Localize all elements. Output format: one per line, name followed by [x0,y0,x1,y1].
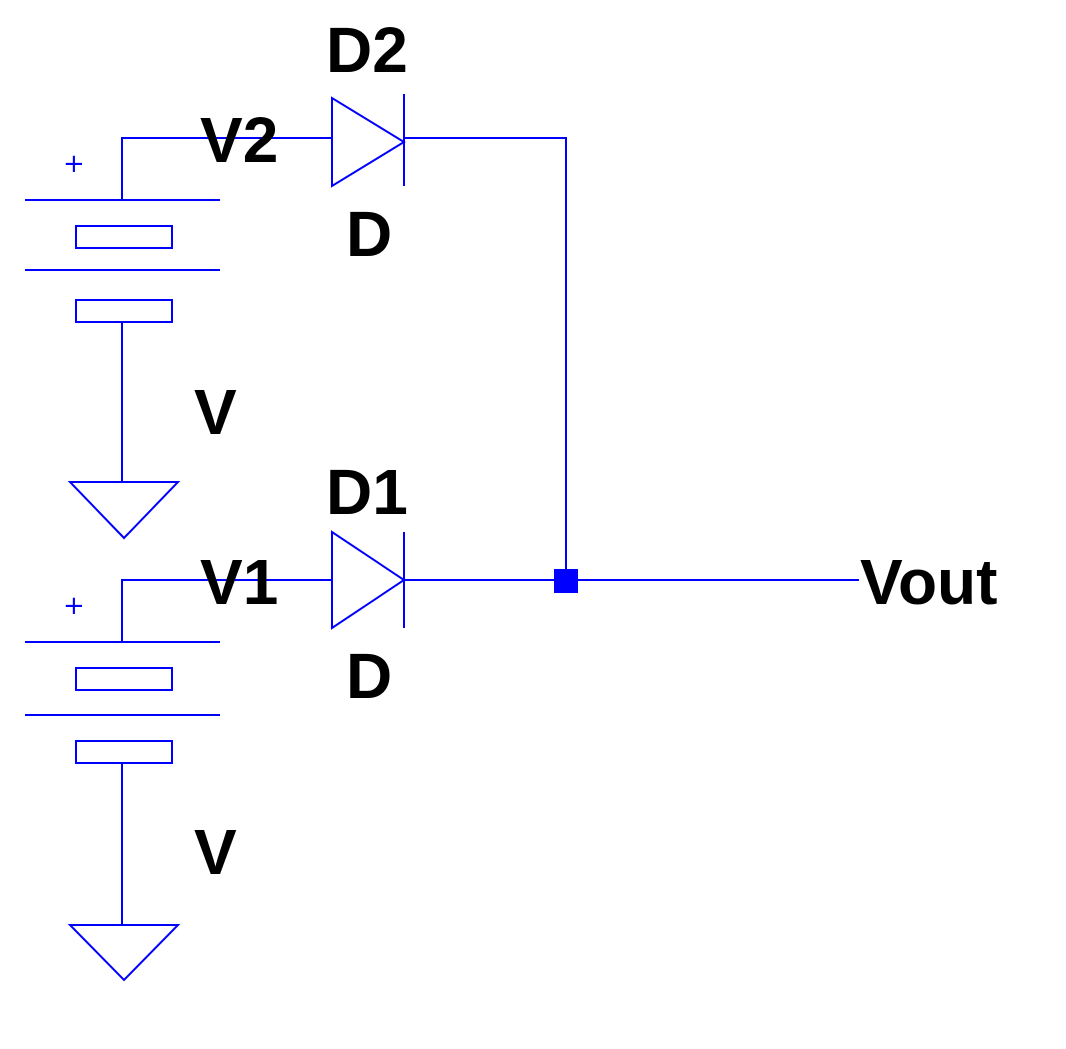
v1-ref-label: V1 [200,546,278,618]
v1-value-label: V [194,816,237,888]
battery-v1[interactable]: + [25,579,220,926]
junction-dot [554,569,578,593]
diode-d1[interactable] [331,530,406,630]
d2-ref-label: D2 [326,14,408,86]
ground-icon [67,481,181,540]
v2-cell-1 [75,225,173,249]
d2-model-label: D [346,198,392,270]
d1-ref-label: D1 [326,456,408,528]
v2-value-label: V [194,376,237,448]
v2-plus-sign: + [63,149,85,179]
vout-net-label: Vout [860,546,997,618]
v2-ref-label: V2 [200,104,278,176]
v2-cell-2 [75,299,173,323]
ground-icon [67,924,181,982]
battery-v2[interactable]: + [25,137,220,483]
d1-anode-triangle [331,530,406,630]
d2-anode-triangle [331,96,406,188]
v1-plus-sign: + [63,591,85,621]
v1-cell-2 [75,740,173,764]
diode-d2[interactable] [331,94,406,188]
wire-d2-to-node[interactable] [403,137,567,581]
v1-cell-1 [75,667,173,691]
d1-model-label: D [346,640,392,712]
